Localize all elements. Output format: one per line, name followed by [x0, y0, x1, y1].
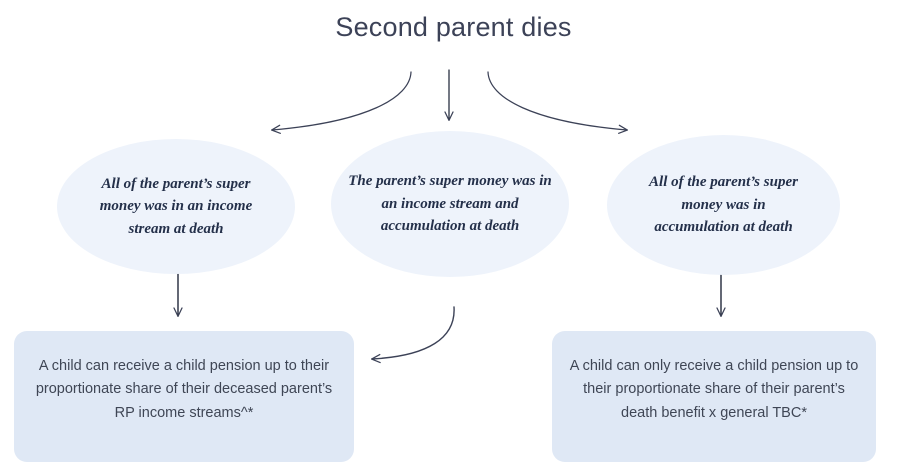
ellipse-accumulation-only[interactable]: All of the parent’s super money was in a… — [607, 135, 840, 275]
page-title: Second parent dies — [335, 12, 572, 42]
arrow-title-to-left — [270, 71, 412, 134]
arrow-title-to-right — [487, 71, 629, 134]
ellipse-income-stream-and-accumulation[interactable]: The parent’s super money was in an incom… — [331, 131, 569, 277]
arrow-middle-ellipse-to-left-box — [370, 306, 455, 364]
ellipse-label: The parent’s super money was in an incom… — [348, 173, 552, 235]
outcome-label: A child can receive a child pension up t… — [35, 358, 333, 421]
ellipse-income-stream-only[interactable]: All of the parent’s super money was in a… — [57, 139, 295, 274]
outcome-box-death-benefit-general-tbc[interactable]: A child can only receive a child pension… — [552, 331, 876, 462]
ellipse-label: All of the parent’s super money was in a… — [99, 175, 253, 237]
outcome-box-rp-income-streams[interactable]: A child can receive a child pension up t… — [14, 331, 354, 462]
outcome-label: A child can only receive a child pension… — [569, 358, 859, 421]
ellipse-label: All of the parent’s super money was in a… — [649, 174, 798, 236]
